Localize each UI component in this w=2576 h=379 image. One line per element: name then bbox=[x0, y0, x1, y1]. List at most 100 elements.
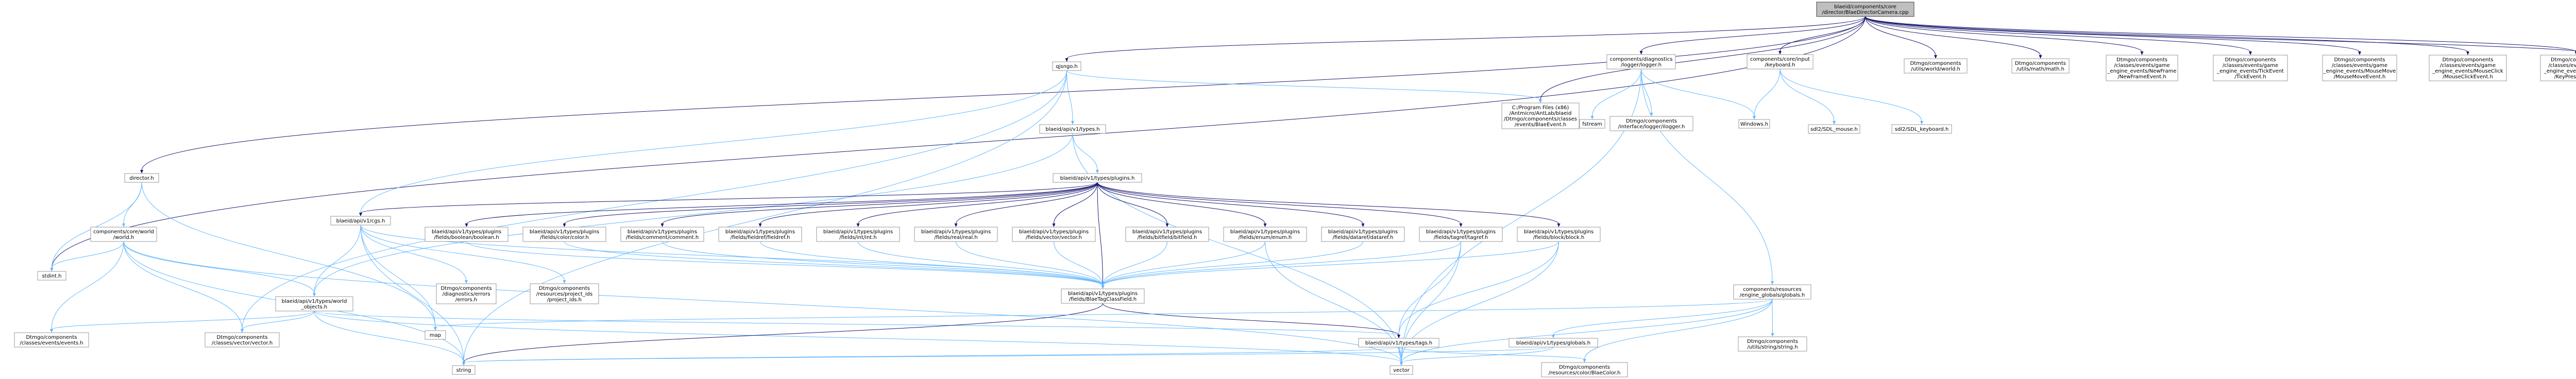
edge-arrowhead bbox=[2574, 51, 2576, 55]
node-label-line: blaeid/api/v1/types/plugins bbox=[1524, 229, 1594, 235]
node-classfield[interactable]: blaeid/api/v1/types/plugins/fields/BlaeT… bbox=[1061, 288, 1145, 304]
node-label-line: Dtmgo/components bbox=[2225, 57, 2276, 63]
node-qjsngo[interactable]: qjsngo.h bbox=[1052, 61, 1081, 71]
node-box bbox=[1747, 54, 1814, 70]
node-world1[interactable]: Dtmgo/components/utils/world/world.h bbox=[1904, 58, 1968, 74]
node-fieldref[interactable]: blaeid/api/v1/types/plugins/fields/field… bbox=[718, 227, 802, 242]
edge-classfield-to-stdstring bbox=[463, 303, 1103, 363]
node-stdint[interactable]: stdint.h bbox=[37, 271, 66, 281]
node-tagref[interactable]: blaeid/api/v1/types/plugins/fields/tagre… bbox=[1419, 227, 1503, 242]
edge-arrowhead bbox=[1071, 121, 1074, 125]
node-types[interactable]: blaeid/api/v1/types.h bbox=[1039, 124, 1106, 134]
node-label-line: /classes/events/game bbox=[2440, 63, 2496, 68]
node-label-line: /classes/events/game bbox=[2223, 63, 2278, 68]
edge-world2-to-vector3 bbox=[123, 241, 243, 330]
edge-block-to-tags bbox=[1398, 241, 1559, 336]
node-label-line: vector bbox=[1393, 368, 1410, 373]
node-booleans[interactable]: blaeid/api/v1/types/plugins/fields/boole… bbox=[425, 227, 509, 242]
node-ilogger[interactable]: Dtmgo/components/interface/logger/ilogge… bbox=[1609, 116, 1693, 131]
node-box bbox=[1509, 338, 1598, 348]
edge-qjsngo-to-progfiles bbox=[1066, 70, 1541, 100]
node-progfiles[interactable]: C:/Program Files (x86)/Antmicro/AntLab/b… bbox=[1501, 102, 1580, 129]
node-box bbox=[436, 283, 497, 304]
node-director[interactable]: director.h bbox=[124, 173, 159, 183]
edge-types-to-vector bbox=[1072, 133, 1402, 363]
node-globals[interactable]: blaeid/api/v1/types/globals.h bbox=[1509, 338, 1598, 348]
node-comment[interactable]: blaeid/api/v1/types/plugins/fields/comme… bbox=[620, 227, 704, 242]
edge-vec3-to-classfield bbox=[1054, 241, 1103, 286]
node-label-line: blaeid/api/v1/types/plugins bbox=[530, 229, 599, 235]
edge-root-to-logger bbox=[1641, 16, 1866, 52]
node-label-line: /fields/boolean/boolean.h bbox=[434, 235, 499, 240]
node-int[interactable]: blaeid/api/v1/types/plugins/fields/int/i… bbox=[816, 227, 900, 242]
node-keyboard[interactable]: components/core/input/keyboard.h bbox=[1747, 54, 1814, 70]
edge-arrowhead bbox=[122, 223, 125, 227]
node-box bbox=[330, 216, 391, 226]
node-label-line: Dtmgo/components bbox=[2443, 57, 2494, 63]
node-root[interactable]: blaeid/components/core/director/BlaeDire… bbox=[1816, 2, 1914, 17]
node-ontick[interactable]: Dtmgo/components/classes/events/game_eng… bbox=[2213, 55, 2288, 81]
node-box bbox=[1904, 58, 1968, 74]
edge-resglobals-to-tmap bbox=[435, 299, 1773, 328]
node-events[interactable]: Dtmgo/components/classes/events/events.h bbox=[14, 332, 89, 348]
edge-root-to-newframe bbox=[1865, 16, 2142, 53]
node-tags[interactable]: blaeid/api/v1/types/tags.h bbox=[1358, 338, 1439, 348]
edge-arrowhead bbox=[758, 223, 762, 227]
node-color[interactable]: blaeid/api/v1/types/plugins/fields/color… bbox=[522, 227, 606, 242]
edge-arrowhead bbox=[1400, 362, 1403, 366]
edge-enum-to-classfield bbox=[1103, 241, 1265, 286]
node-newframe[interactable]: Dtmgo/components/classes/events/game_eng… bbox=[2106, 55, 2178, 81]
node-label-line: /fields/real/real.h bbox=[934, 235, 977, 240]
edge-root-to-math bbox=[1865, 16, 2041, 56]
node-fstream[interactable]: fstream bbox=[1579, 119, 1605, 129]
node-tmap[interactable]: map bbox=[425, 330, 446, 340]
node-vec3[interactable]: blaeid/api/v1/types/plugins/fields/vecto… bbox=[1012, 227, 1096, 242]
edge-tags-to-vector bbox=[1398, 347, 1402, 363]
node-world2[interactable]: components/core/world/world.h bbox=[90, 227, 157, 242]
node-label-line: Dtmgo/components bbox=[441, 286, 492, 291]
node-math[interactable]: Dtmgo/components/utils/math/math.h bbox=[2011, 58, 2070, 74]
node-projid[interactable]: Dtmgo/components/resources/project_ids/p… bbox=[530, 283, 599, 304]
node-mousemove[interactable]: Dtmgo/components/classes/events/game_eng… bbox=[2322, 55, 2397, 81]
node-wobjects[interactable]: blaeid/api/v1/types/world_objects.h bbox=[275, 296, 353, 312]
edge-keyboard-to-sdlmouse bbox=[1780, 68, 1835, 122]
edge-resglobals-to-blaecolor bbox=[1584, 299, 1773, 360]
node-label-line: /director/BlaeDirectorCamera.cpp bbox=[1822, 10, 1908, 15]
node-blaecolor[interactable]: Dtmgo/components/resources/color/BlaeCol… bbox=[1541, 362, 1628, 377]
node-label-line: /classes/events/game bbox=[2114, 63, 2170, 68]
edge-qjsngo-to-stdstring bbox=[463, 70, 1067, 363]
node-string[interactable]: Dtmgo/components/utils/string/string.h bbox=[1738, 336, 1807, 352]
node-mouseclick[interactable]: Dtmgo/components/classes/events/game_eng… bbox=[2429, 55, 2507, 81]
node-vector[interactable]: vector bbox=[1389, 365, 1413, 375]
node-plugins[interactable]: blaeid/api/v1/types/plugins.h bbox=[1053, 173, 1142, 183]
edge-arrowhead bbox=[241, 329, 244, 333]
node-stdstring[interactable]: string bbox=[452, 365, 476, 375]
edge-arrowhead bbox=[434, 327, 437, 331]
node-logger[interactable]: components/diagnostics/logger/logger.h bbox=[1606, 54, 1676, 70]
edge-cgs-to-tmap bbox=[360, 225, 436, 328]
edge-arrowhead bbox=[1650, 113, 1653, 116]
node-label-line: Dtmgo/components bbox=[26, 335, 77, 340]
node-sdlmouse[interactable]: sdl2/SDL_mouse.h bbox=[1808, 124, 1860, 134]
node-resglobals[interactable]: components/resources/engine_globals/glob… bbox=[1733, 284, 1811, 300]
edge-arrowhead bbox=[1778, 51, 1782, 55]
node-label-line: fstream bbox=[1582, 122, 1602, 127]
node-windows[interactable]: Windows.h bbox=[1738, 119, 1770, 129]
node-stable[interactable]: blaeid/api/v1/types/plugins/fields/datar… bbox=[1321, 227, 1405, 242]
node-sdlkeyboard[interactable]: sdl2/SDL_keyboard.h bbox=[1891, 124, 1952, 134]
node-real[interactable]: blaeid/api/v1/types/plugins/fields/real/… bbox=[914, 227, 998, 242]
node-keypress[interactable]: Dtmgo/components/classes/events/game_eng… bbox=[2540, 55, 2576, 81]
node-block[interactable]: blaeid/api/v1/types/plugins/fields/block… bbox=[1517, 227, 1601, 242]
node-box bbox=[816, 227, 900, 242]
edge-world2-to-stdint bbox=[52, 241, 124, 269]
node-errors[interactable]: Dtmgo/components/diagnostics/errors/erro… bbox=[436, 283, 497, 304]
edge-world2-to-events bbox=[51, 241, 124, 330]
edge-plugins-to-block bbox=[1097, 182, 1559, 225]
node-cgs[interactable]: blaeid/api/v1/cgs.h bbox=[330, 216, 391, 226]
edge-arrowhead bbox=[465, 280, 468, 284]
node-bitfield[interactable]: blaeid/api/v1/types/plugins/fields/bitfi… bbox=[1125, 227, 1209, 242]
node-vector3[interactable]: Dtmgo/components/classes/vector/vector.h bbox=[205, 332, 280, 348]
node-label-line: Windows.h bbox=[1740, 122, 1768, 127]
node-enum[interactable]: blaeid/api/v1/types/plugins/fields/enum/… bbox=[1223, 227, 1307, 242]
